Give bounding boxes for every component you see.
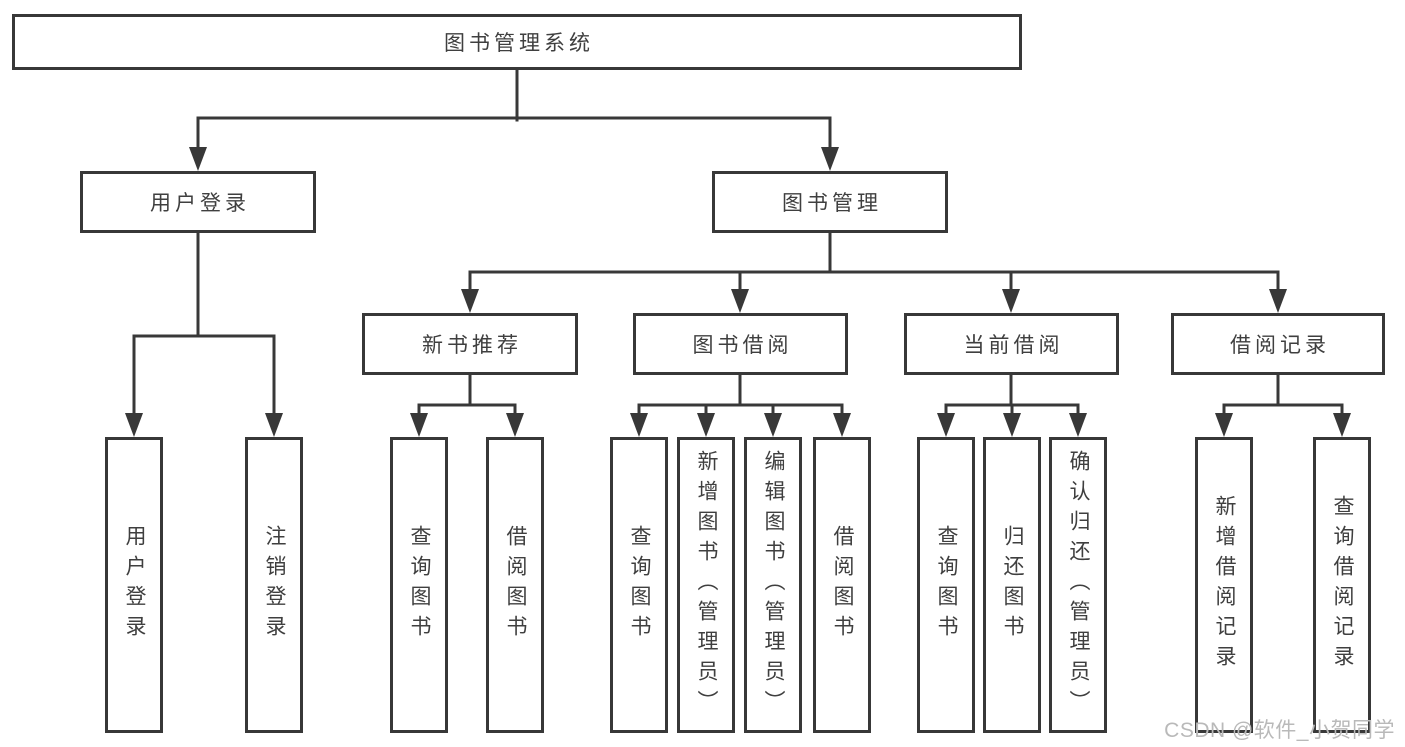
leaf-query-books-borrowing: 查询图书: [610, 437, 668, 733]
node-borrowing-records: 借阅记录: [1171, 313, 1385, 375]
leaf-query-borrow-record: 查询借阅记录: [1313, 437, 1371, 733]
node-book-management: 图书管理: [712, 171, 948, 233]
node-label: 查询借阅记录: [1331, 495, 1354, 675]
leaf-query-books-current: 查询图书: [917, 437, 975, 733]
node-label: 查询图书: [408, 525, 431, 645]
arrowhead-icons: [125, 147, 1351, 437]
node-label: 当前借阅: [963, 334, 1064, 357]
node-label: 注销登录: [263, 525, 286, 645]
connector-path: [132, 68, 1344, 420]
leaf-borrow-books-borrowing: 借阅图书: [813, 437, 871, 733]
leaf-edit-books-admin: 编辑图书（管理员）: [744, 437, 802, 733]
node-label: 编辑图书（管理员）: [762, 450, 785, 720]
node-system-root: 图书管理系统: [12, 14, 1022, 70]
node-label: 借阅图书: [504, 525, 527, 645]
node-label: 新书推荐: [422, 334, 522, 357]
leaf-logout: 注销登录: [245, 437, 303, 733]
leaf-borrow-books-recommend: 借阅图书: [486, 437, 544, 733]
node-label: 新增借阅记录: [1213, 495, 1236, 675]
node-user-login: 用户登录: [80, 171, 316, 233]
node-label: 查询图书: [628, 525, 651, 645]
node-label: 归还图书: [1001, 525, 1024, 645]
node-label: 查询图书: [935, 525, 958, 645]
csdn-watermark: CSDN @软件_小贺同学: [1164, 719, 1395, 742]
node-label: 新增图书（管理员）: [695, 450, 718, 720]
node-label: 借阅记录: [1230, 334, 1330, 357]
node-book-borrowing: 图书借阅: [633, 313, 848, 375]
node-label: 确认归还（管理员）: [1067, 450, 1090, 720]
leaf-return-books: 归还图书: [983, 437, 1041, 733]
node-label: 用户登录: [123, 525, 146, 645]
leaf-user-login: 用户登录: [105, 437, 163, 733]
node-label: 借阅图书: [831, 525, 854, 645]
node-label: 用户登录: [150, 192, 250, 215]
node-new-book-recommendation: 新书推荐: [362, 313, 578, 375]
leaf-add-books-admin: 新增图书（管理员）: [677, 437, 735, 733]
leaf-add-borrow-record: 新增借阅记录: [1195, 437, 1253, 733]
node-label: 图书管理系统: [444, 32, 594, 55]
leaf-confirm-return-admin: 确认归还（管理员）: [1049, 437, 1107, 733]
node-label: 图书借阅: [692, 334, 793, 357]
node-label: 图书管理: [782, 192, 882, 215]
node-current-borrowing: 当前借阅: [904, 313, 1119, 375]
leaf-query-books-recommend: 查询图书: [390, 437, 448, 733]
